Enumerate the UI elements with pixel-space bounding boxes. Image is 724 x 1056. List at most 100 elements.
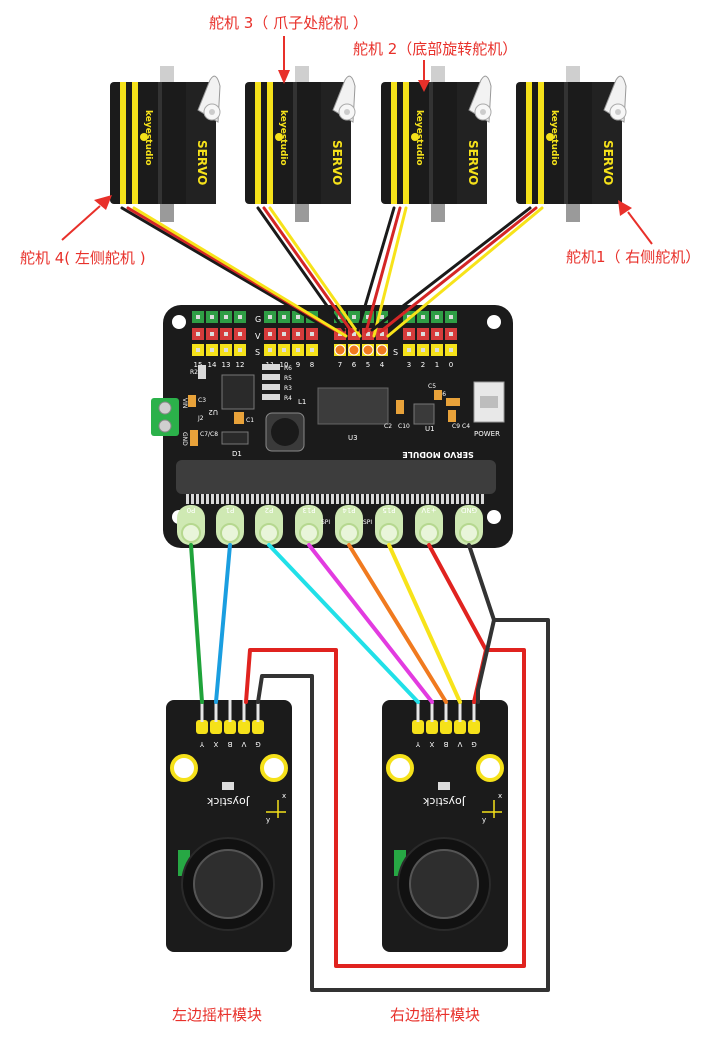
resistor-r3 <box>262 384 280 390</box>
label-r5: R5 <box>284 375 292 382</box>
edge-pin <box>481 494 484 504</box>
label-c1: C1 <box>246 417 254 424</box>
edge-pin <box>471 494 474 504</box>
joystick-pin <box>454 720 466 734</box>
mount-hole <box>487 510 501 524</box>
joystick-pin-label: V <box>241 740 246 748</box>
servo-brand-text: keyestudio <box>414 110 424 166</box>
label-u1: U1 <box>425 425 435 433</box>
terminal-screw <box>158 419 172 433</box>
arrow-servo4 <box>61 195 112 241</box>
joystick-pin-label: V <box>457 740 462 748</box>
edge-pin <box>196 494 199 504</box>
servo-horn-center <box>615 109 621 115</box>
edge-pin <box>326 494 329 504</box>
edge-pin <box>451 494 454 504</box>
pin-label: P13 <box>302 506 315 514</box>
edge-pin <box>331 494 334 504</box>
wire <box>268 206 362 338</box>
servo-stripe <box>403 82 409 204</box>
servo-word-text: SERVO <box>330 140 344 185</box>
joystick-pin-lead <box>242 700 246 722</box>
label-c4: C4 <box>462 423 470 430</box>
edge-pin <box>286 494 289 504</box>
header-pin-center <box>224 315 228 319</box>
label-servo2: 舵机 2（底部旋转舵机） <box>353 40 517 58</box>
edge-pin <box>316 494 319 504</box>
edge-pin <box>291 494 294 504</box>
edge-pin <box>251 494 254 504</box>
servo-brand-text: keyestudio <box>278 110 288 166</box>
edge-pin <box>321 494 324 504</box>
edge-pin <box>421 494 424 504</box>
joystick-pin <box>196 720 208 734</box>
resistor-r4 <box>262 394 280 400</box>
header-pin-center <box>224 348 228 352</box>
label-l1: L1 <box>298 398 306 406</box>
capacitor-c5 <box>434 390 442 400</box>
edge-pin <box>281 494 284 504</box>
label-left-joystick: 左边摇杆模块 <box>172 1006 262 1024</box>
servo-shaft <box>295 66 309 84</box>
edge-pin <box>361 494 364 504</box>
joystick-pin-label: G <box>255 740 260 748</box>
wire <box>476 618 496 704</box>
header-pin-center <box>196 348 200 352</box>
servo-ridge <box>564 82 568 204</box>
header-pin-center <box>210 315 214 319</box>
wire <box>262 206 354 334</box>
edge-pin <box>366 494 369 504</box>
header-pin-center <box>435 348 439 352</box>
servo-plug <box>334 344 346 356</box>
pin-hole <box>339 523 359 543</box>
edge-pin <box>311 494 314 504</box>
wire <box>256 543 550 992</box>
pin-label: P15 <box>382 506 395 514</box>
wire <box>387 543 462 704</box>
chip-u3 <box>317 387 389 425</box>
spi-label-1: SPI <box>321 519 330 526</box>
capacitor-c6 <box>446 398 460 406</box>
label-gnd-terminal: GND <box>181 432 188 446</box>
header-pin-center <box>421 332 425 336</box>
label-c2: C2 <box>384 423 392 430</box>
edge-pin <box>191 494 194 504</box>
pin-hole <box>419 523 439 543</box>
header-pin-center <box>380 332 384 336</box>
header-pin-center <box>282 348 286 352</box>
wire <box>347 543 448 704</box>
servo-stripe <box>391 82 397 204</box>
wire <box>132 206 348 338</box>
header-pin-center <box>238 315 242 319</box>
resistor-r6 <box>262 364 280 370</box>
pin-hole <box>181 523 201 543</box>
joystick-pin-lead <box>256 700 260 722</box>
edge-pin <box>241 494 244 504</box>
label-r6: R6 <box>284 365 292 372</box>
header-pin-center <box>421 348 425 352</box>
servo-stripe <box>132 82 138 204</box>
header-pin-center <box>238 332 242 336</box>
header-pin-center <box>224 332 228 336</box>
header-pin-center <box>421 315 425 319</box>
header-pin-center <box>449 332 453 336</box>
edge-pin <box>186 494 189 504</box>
servo-ridge <box>158 82 162 204</box>
edge-pin <box>216 494 219 504</box>
joystick-pin-lead <box>200 700 204 722</box>
servo-shaft <box>566 66 580 84</box>
pin-hole <box>259 523 279 543</box>
header-number: 2 <box>421 361 425 369</box>
joystick-pin-lead <box>444 700 448 722</box>
joystick-pin <box>440 720 452 734</box>
edge-pin <box>391 494 394 504</box>
header-pin-center <box>407 332 411 336</box>
diode-d1 <box>221 431 249 445</box>
servo-stripe <box>120 82 126 204</box>
header-pin-center <box>352 332 356 336</box>
servo-driver-board: 1514131211109876543210 G V S S U2 L1 U3 … <box>151 305 513 548</box>
servo-brand-text: keyestudio <box>143 110 153 166</box>
edge-pin <box>371 494 374 504</box>
